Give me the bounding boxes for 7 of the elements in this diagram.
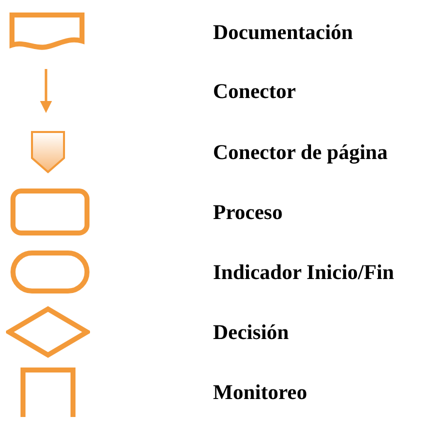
legend-label: Documentación	[213, 20, 353, 44]
legend-label: Conector de página	[213, 140, 388, 164]
legend-label: Indicador Inicio/Fin	[213, 260, 394, 284]
legend-label: Proceso	[213, 200, 283, 224]
legend-label: Decisión	[213, 320, 289, 344]
legend-label: Conector	[213, 79, 296, 103]
legend-label: Monitoreo	[213, 380, 308, 404]
